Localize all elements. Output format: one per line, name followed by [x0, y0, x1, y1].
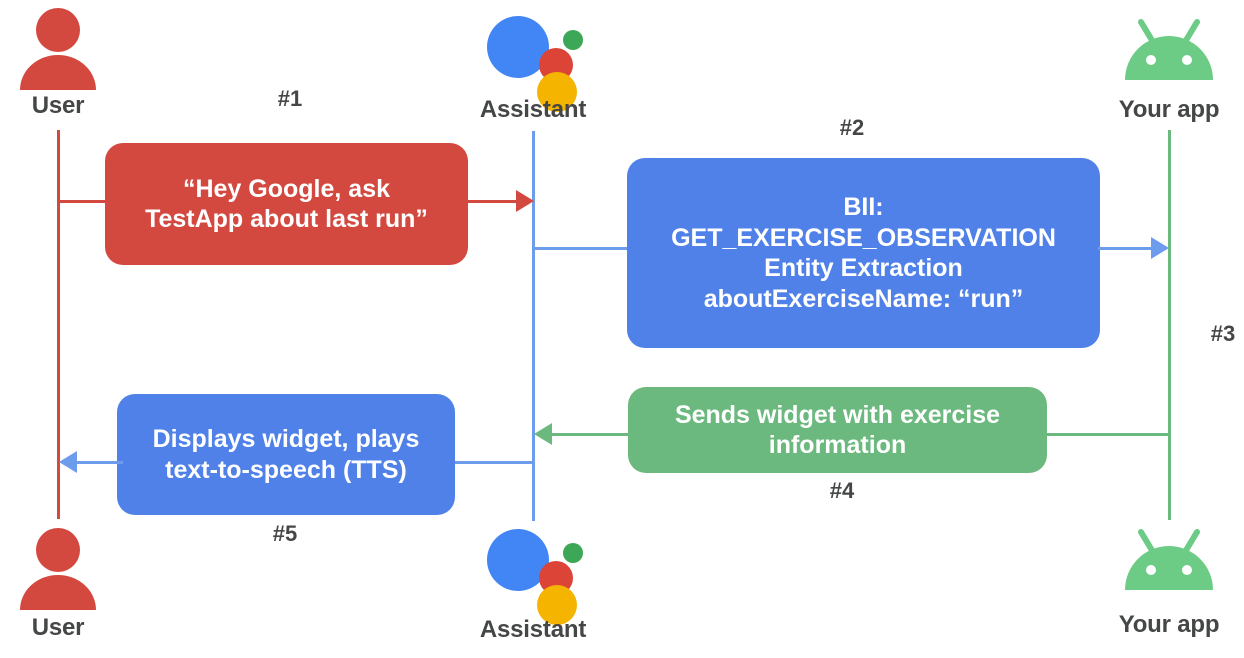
android-robot-icon — [1121, 18, 1217, 94]
message-box-step1: “Hey Google, ask TestApp about last run” — [105, 143, 468, 265]
message-box-step4: Sends widget with exercise information — [628, 387, 1047, 473]
connector-step5-to-user — [75, 461, 123, 464]
step-label-3: #3 — [1210, 321, 1236, 346]
connector-assistant-to-step5 — [453, 461, 533, 464]
connector-user-to-step1 — [57, 200, 115, 203]
user-body-shape — [20, 55, 96, 90]
message-box-step2: BII: GET_EXERCISE_OBSERVATION Entity Ext… — [627, 158, 1100, 348]
actor-label-assistant-top: Assistant — [479, 96, 587, 123]
connector-step1-to-assistant — [466, 200, 524, 203]
google-assistant-dots-icon — [487, 10, 583, 112]
message-text-step1: “Hey Google, ask TestApp about last run” — [145, 174, 428, 234]
actor-label-your-app-top: Your app — [1118, 96, 1220, 123]
arrow-head-step4 — [534, 423, 552, 445]
step-label-1: #1 — [277, 86, 303, 111]
assistant-dot-green-icon — [563, 543, 583, 563]
assistant-dot-yellow-icon — [537, 72, 577, 112]
assistant-dot-blue-icon — [487, 16, 549, 78]
user-person-icon — [20, 8, 96, 90]
arrow-head-step5 — [59, 451, 77, 473]
message-text-step4: Sends widget with exercise information — [674, 400, 1001, 460]
message-box-step5: Displays widget, plays text-to-speech (T… — [117, 394, 455, 515]
actor-label-user-top: User — [31, 92, 85, 119]
user-head-shape — [36, 528, 80, 572]
actor-label-your-app-bottom: Your app — [1118, 611, 1220, 638]
lifeline-assistant — [532, 131, 535, 521]
connector-step4-to-assistant — [550, 433, 630, 436]
arrow-head-step2 — [1151, 237, 1169, 259]
user-body-shape — [20, 575, 96, 610]
arrow-head-step1 — [516, 190, 534, 212]
user-head-shape — [36, 8, 80, 52]
actor-label-user-bottom: User — [31, 614, 85, 641]
connector-assistant-to-step2 — [532, 247, 632, 250]
actor-label-assistant-bottom: Assistant — [479, 616, 587, 643]
google-assistant-dots-icon — [487, 523, 583, 625]
step-label-5: #5 — [272, 521, 298, 546]
lifeline-user — [57, 130, 60, 519]
connector-step2-to-your-app — [1098, 247, 1160, 250]
android-robot-icon — [1121, 528, 1217, 604]
message-text-step5: Displays widget, plays text-to-speech (T… — [152, 425, 420, 484]
lifeline-your-app — [1168, 130, 1171, 520]
user-person-icon — [20, 528, 96, 610]
assistant-dot-yellow-icon — [537, 585, 577, 625]
message-text-step2: BII: GET_EXERCISE_OBSERVATION Entity Ext… — [671, 193, 1056, 313]
step-label-4: #4 — [829, 478, 855, 503]
connector-your-app-to-step4 — [1045, 433, 1169, 436]
assistant-dot-green-icon — [563, 30, 583, 50]
assistant-dot-blue-icon — [487, 529, 549, 591]
step-label-2: #2 — [839, 115, 865, 140]
